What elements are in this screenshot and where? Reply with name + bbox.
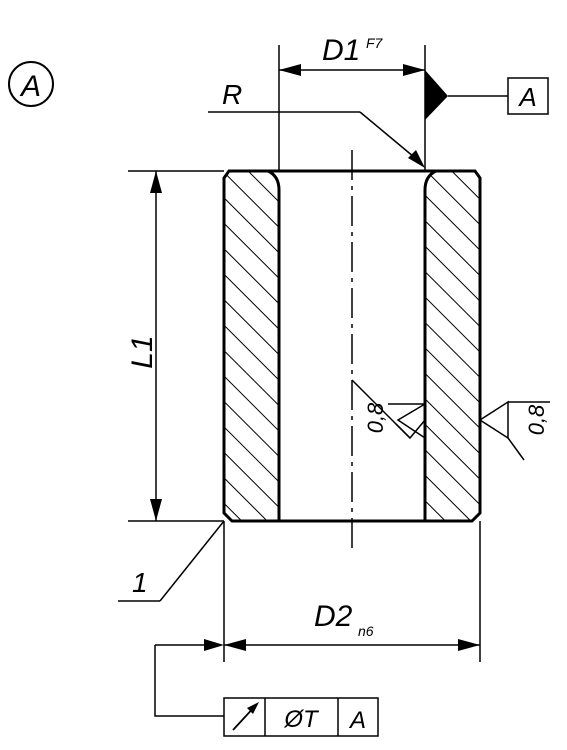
runout-tolerance-frame: ØT A xyxy=(154,639,379,737)
datum-a-label: A xyxy=(517,82,536,112)
right-wall-section xyxy=(423,169,482,523)
callout-number: 1 xyxy=(132,567,148,598)
datum-feature: A xyxy=(425,70,549,120)
d2-dimension: D2 n6 xyxy=(223,521,481,662)
runout-datum: A xyxy=(348,707,366,734)
d1-tolerance: F7 xyxy=(366,35,384,51)
d1-label: D1 xyxy=(322,34,360,67)
l1-dimension: L1 xyxy=(126,170,224,522)
bushing-section xyxy=(222,150,482,550)
d1-dimension: D1 F7 xyxy=(278,34,426,171)
d2-label: D2 xyxy=(314,600,353,633)
radius-leader: R xyxy=(208,79,425,168)
view-label-text: A xyxy=(19,70,41,103)
left-wall-section xyxy=(222,169,281,523)
radius-label: R xyxy=(222,79,242,110)
callout-leader: 1 xyxy=(118,520,225,602)
d2-tolerance: n6 xyxy=(358,623,374,639)
l1-label: L1 xyxy=(126,335,159,368)
outer-roughness-value: 0,8 xyxy=(524,404,549,435)
runout-tolerance-value: ØT xyxy=(283,706,320,733)
inner-roughness-value: 0,8 xyxy=(363,402,388,433)
runout-arrow-icon xyxy=(232,702,259,731)
outer-roughness-symbol: 0,8 xyxy=(479,400,550,461)
inner-roughness-symbol: 0,8 xyxy=(351,379,426,440)
view-label: A xyxy=(8,61,54,107)
